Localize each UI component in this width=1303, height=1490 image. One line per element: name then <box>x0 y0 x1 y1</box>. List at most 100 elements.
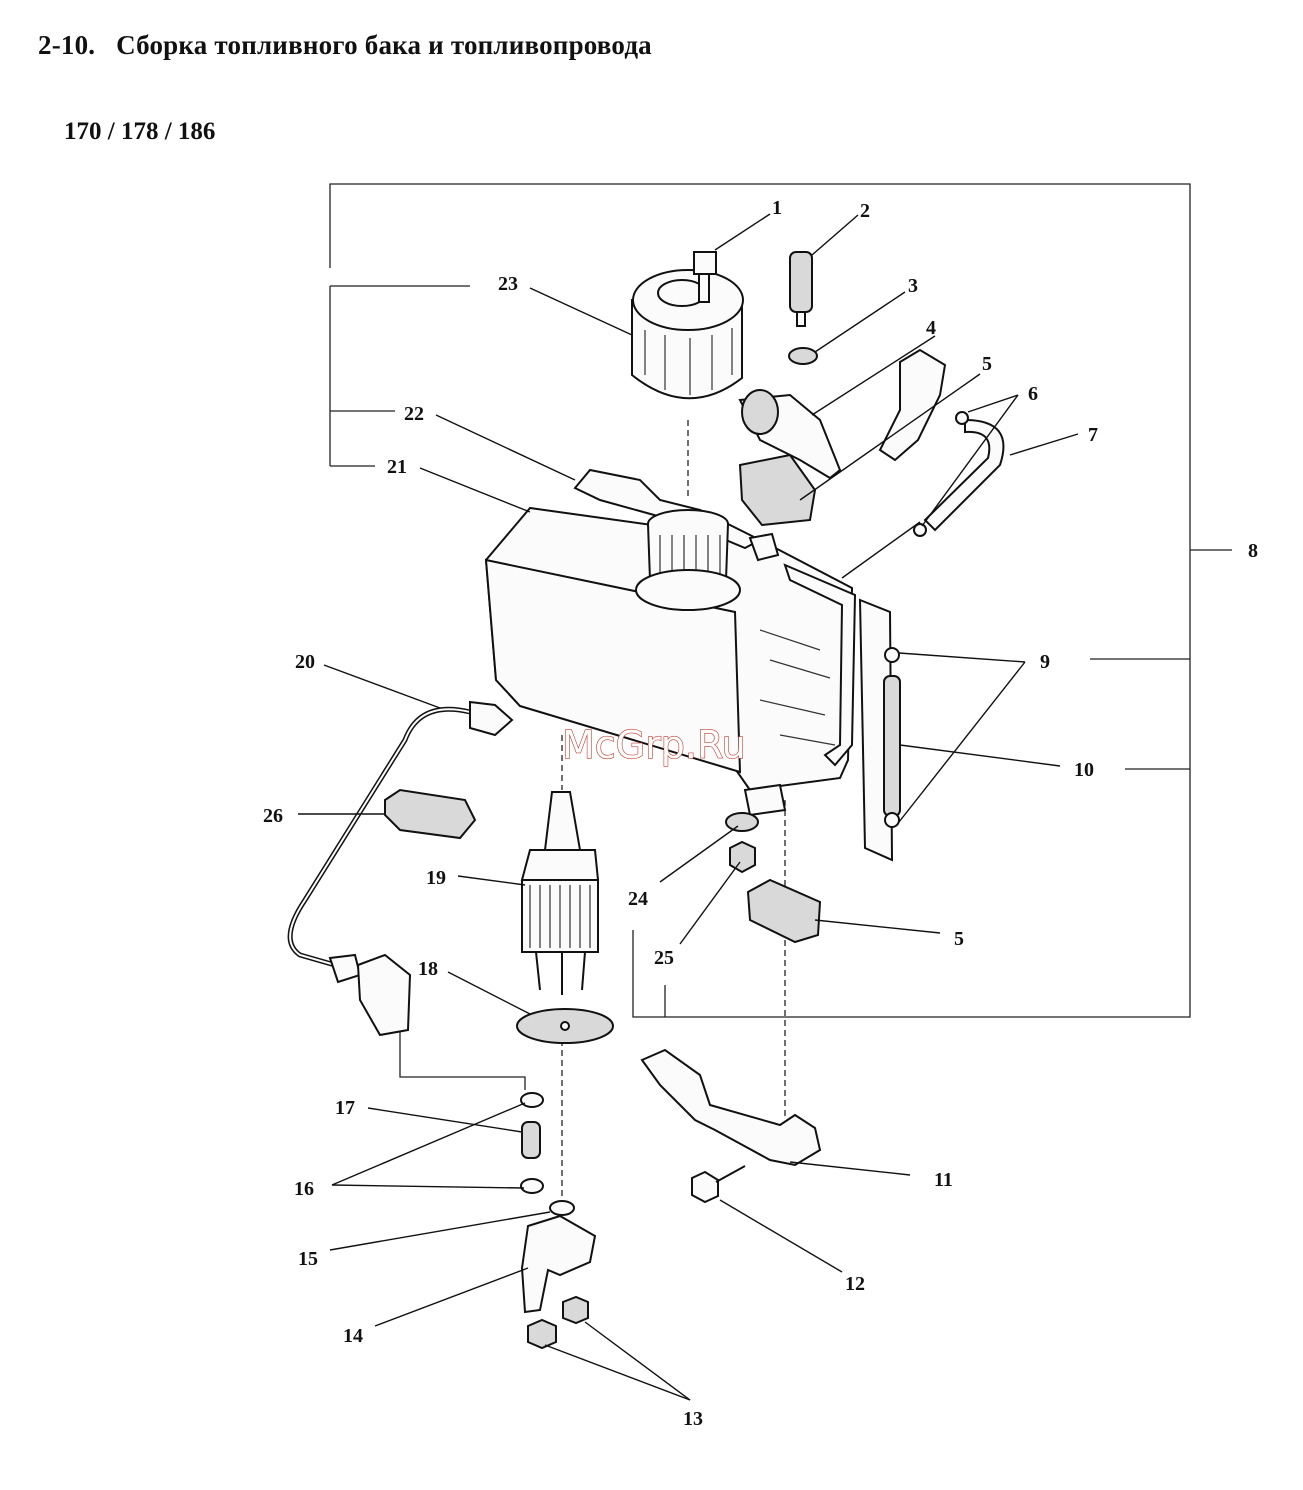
pipe-fitting-bottom <box>330 955 360 982</box>
leader-18 <box>448 972 530 1014</box>
clip-6-upper <box>956 412 968 424</box>
drain-parts <box>726 813 758 872</box>
bracket-bushing <box>742 390 778 434</box>
leader-16a <box>332 1103 525 1185</box>
callout-4: 4 <box>926 317 936 339</box>
callout-15: 15 <box>298 1248 318 1270</box>
leader-20 <box>324 665 440 708</box>
leader-1 <box>715 214 770 250</box>
cushion-upper <box>740 455 815 525</box>
leader-5b <box>815 920 940 933</box>
leader-13b <box>585 1322 690 1400</box>
leader-12 <box>720 1200 842 1272</box>
leader-23 <box>530 288 632 335</box>
callout-22: 22 <box>404 403 424 425</box>
fuel-filter <box>522 792 598 995</box>
callout-5-upper: 5 <box>982 353 992 375</box>
callout-26: 26 <box>263 805 283 827</box>
callout-12: 12 <box>845 1273 865 1295</box>
washer-24 <box>726 813 758 831</box>
callout-16: 16 <box>294 1178 314 1200</box>
callout-10: 10 <box>1074 759 1094 781</box>
callout-13: 13 <box>683 1408 703 1430</box>
bolt-12-shank <box>716 1166 745 1182</box>
gauge-tube-10 <box>884 676 900 816</box>
vent-parts <box>880 350 1003 536</box>
pipe-20 <box>290 709 470 965</box>
leader-21 <box>420 468 530 512</box>
fuel-pipe <box>290 702 512 1035</box>
callout-1: 1 <box>772 197 782 219</box>
callout-25: 25 <box>654 947 674 969</box>
tank-bottom-boss <box>745 785 785 815</box>
filter-legs <box>536 952 585 995</box>
watermark: McGrp.Ru <box>562 723 746 767</box>
bolt-shank-1 <box>699 274 709 302</box>
callout-2: 2 <box>860 200 870 222</box>
cock-body-14 <box>522 1216 595 1312</box>
callout-20: 20 <box>295 651 315 673</box>
leader-10 <box>900 745 1060 766</box>
pipe-inner <box>290 709 470 965</box>
callout-18: 18 <box>418 958 438 980</box>
washer-15 <box>550 1201 574 1215</box>
callout-23: 23 <box>498 273 518 295</box>
callout-9: 9 <box>1040 651 1050 673</box>
filler-neck <box>636 570 740 610</box>
callout-21: 21 <box>387 456 407 478</box>
callout-19: 19 <box>426 867 446 889</box>
spring-17 <box>522 1122 540 1158</box>
hose-7 <box>925 420 1003 530</box>
clamp-9-bottom <box>885 813 899 827</box>
leader-6a <box>968 395 1018 412</box>
pipe-fitting-top <box>470 702 512 735</box>
gauge-tube <box>860 600 900 860</box>
fitting-26 <box>385 790 475 838</box>
leader-3 <box>815 292 905 352</box>
leader-8 <box>842 522 920 578</box>
leader-9b <box>899 662 1025 822</box>
callout-8: 8 <box>1248 540 1258 562</box>
callout-14: 14 <box>343 1325 363 1347</box>
callout-24: 24 <box>628 888 648 910</box>
callout-11: 11 <box>934 1169 953 1191</box>
cushion-lower <box>748 880 820 942</box>
gasket-hole <box>561 1022 569 1030</box>
leader-2 <box>812 215 858 255</box>
bolt-thread-2 <box>797 312 805 326</box>
bolt-12-head <box>692 1172 718 1202</box>
leader-19 <box>458 876 525 885</box>
filter-nozzle <box>545 792 580 850</box>
leader-13a <box>545 1345 690 1400</box>
clamp-9-top <box>885 648 899 662</box>
gasket-18 <box>517 1009 613 1043</box>
cap-13-left <box>528 1320 556 1348</box>
callout-5-lower: 5 <box>954 928 964 950</box>
fuel-cap <box>632 270 743 398</box>
upper-bracket <box>740 390 840 525</box>
callout-7: 7 <box>1088 424 1098 446</box>
fuel-cock <box>521 1093 595 1348</box>
cushion-5-lower <box>748 880 820 942</box>
callout-3: 3 <box>908 275 918 297</box>
washer-3 <box>789 348 817 364</box>
leader-15 <box>330 1212 550 1250</box>
ring-16-lower <box>521 1179 543 1193</box>
ring-16-upper <box>521 1093 543 1107</box>
leader-9a <box>899 653 1025 662</box>
filter-cap <box>522 850 598 880</box>
line-26-link <box>400 1020 525 1090</box>
leader-24 <box>660 826 738 882</box>
cap-13-right <box>563 1297 588 1323</box>
leader-22 <box>436 415 575 480</box>
fitting-tap <box>358 955 410 1035</box>
leader-11 <box>790 1162 910 1175</box>
lower-bracket <box>642 1050 820 1202</box>
bolt-25 <box>730 842 755 872</box>
bracket-11 <box>642 1050 820 1165</box>
leader-7 <box>1010 434 1078 455</box>
leader-17 <box>368 1108 522 1132</box>
leader-6b <box>922 395 1018 526</box>
leader-14 <box>375 1268 528 1326</box>
